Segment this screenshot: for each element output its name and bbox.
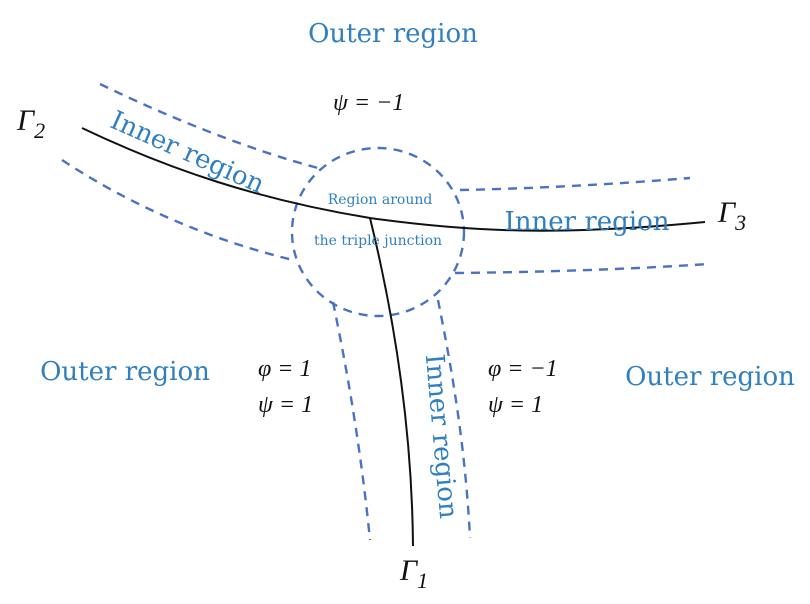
gamma1-curve xyxy=(369,217,414,547)
gamma3-upper-boundary xyxy=(459,176,691,192)
inner-region-boundaries xyxy=(61,82,709,541)
phi-left-label: φ = 1 xyxy=(258,356,311,382)
psi-left-label: ψ = 1 xyxy=(258,392,313,418)
junction-region-label-line2: the triple junction xyxy=(314,233,442,249)
outer-region-right-label: Outer region xyxy=(625,362,795,392)
gamma2-curve xyxy=(81,127,371,219)
gamma3-label: Γ3 xyxy=(717,196,746,235)
gamma3-lower-boundary xyxy=(454,262,709,275)
inner-region-gamma3-label: Inner region xyxy=(504,207,669,237)
outer-region-left-label: Outer region xyxy=(40,357,210,387)
gamma2-upper-boundary xyxy=(99,82,319,170)
inner-region-gamma2-label: Inner region xyxy=(106,105,269,200)
gamma1-right-boundary xyxy=(436,299,472,539)
inner-region-gamma1-label: Inner region xyxy=(419,353,463,520)
junction-region-label-line1: Region around xyxy=(328,192,433,208)
gamma1-left-boundary xyxy=(331,301,372,541)
outer-region-top-label: Outer region xyxy=(308,19,478,49)
phi-right-label: φ = −1 xyxy=(488,356,558,382)
gamma3-curve xyxy=(369,217,706,232)
psi-top-label: ψ = −1 xyxy=(333,90,404,116)
triple-junction-region-boundary xyxy=(290,146,466,318)
gamma1-label: Γ1 xyxy=(399,554,428,593)
psi-right-label: ψ = 1 xyxy=(488,392,543,418)
interface-curves xyxy=(81,127,706,547)
gamma2-label: Γ2 xyxy=(16,104,45,143)
